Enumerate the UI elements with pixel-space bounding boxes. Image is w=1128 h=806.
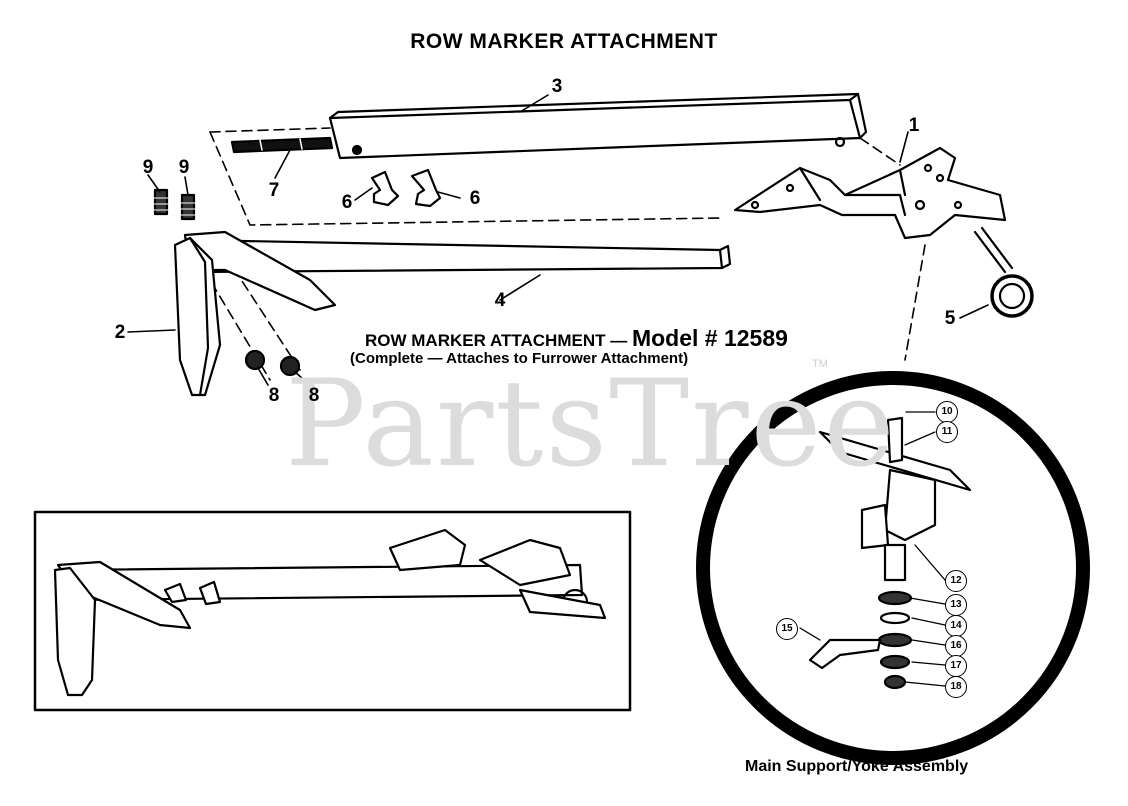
inset-callout-14[interactable]: 14 xyxy=(945,615,967,637)
callout-6a[interactable]: 6 xyxy=(341,192,353,213)
diagram-title: ROW MARKER ATTACHMENT xyxy=(410,30,718,53)
inset-callout-12[interactable]: 12 xyxy=(945,570,967,592)
part-7-strap xyxy=(230,136,334,154)
callout-4[interactable]: 4 xyxy=(494,290,506,311)
callout-9a[interactable]: 9 xyxy=(142,157,154,178)
callout-7[interactable]: 7 xyxy=(268,180,280,201)
part-5-hitch-pin xyxy=(973,226,1034,318)
part-6-thumb-screws xyxy=(370,168,442,208)
inset-callout-11[interactable]: 11 xyxy=(936,421,958,443)
part-1-main-support xyxy=(733,146,1007,240)
watermark: PartsTree xyxy=(285,355,897,494)
callout-2[interactable]: 2 xyxy=(114,322,126,343)
callout-1[interactable]: 1 xyxy=(908,115,920,136)
inset-callout-16[interactable]: 16 xyxy=(945,635,967,657)
model-number: Model # 12589 xyxy=(631,325,788,351)
inset-callout-17[interactable]: 17 xyxy=(945,655,967,677)
trademark-mark: TM xyxy=(812,358,828,370)
inset-caption: Main Support/Yoke Assembly xyxy=(745,758,969,775)
part-3-square-tube xyxy=(328,92,868,160)
model-line-prefix: ROW MARKER ATTACHMENT — xyxy=(365,331,628,350)
part-4-marker-rod xyxy=(183,230,732,312)
inset-callout-15[interactable]: 15 xyxy=(776,618,798,640)
callout-3[interactable]: 3 xyxy=(551,76,563,97)
callout-8a[interactable]: 8 xyxy=(268,385,280,406)
part-8-nuts xyxy=(244,349,301,377)
inset-callout-10[interactable]: 10 xyxy=(936,401,958,423)
yoke-inset-circle xyxy=(696,371,1090,765)
model-line: ROW MARKER ATTACHMENT — Model # 12589 xyxy=(365,325,788,352)
leader-lines xyxy=(127,94,989,386)
callout-8b[interactable]: 8 xyxy=(308,385,320,406)
part-9-bolts xyxy=(151,188,198,221)
inset-callout-13[interactable]: 13 xyxy=(945,594,967,616)
part-2-marker-shovel xyxy=(173,236,222,397)
assembled-view-panel xyxy=(33,510,632,712)
callout-9b[interactable]: 9 xyxy=(178,157,190,178)
model-subline: (Complete — Attaches to Furrower Attachm… xyxy=(350,350,689,367)
callout-6b[interactable]: 6 xyxy=(469,188,481,209)
inset-callout-18[interactable]: 18 xyxy=(945,676,967,698)
callout-5[interactable]: 5 xyxy=(944,308,956,329)
